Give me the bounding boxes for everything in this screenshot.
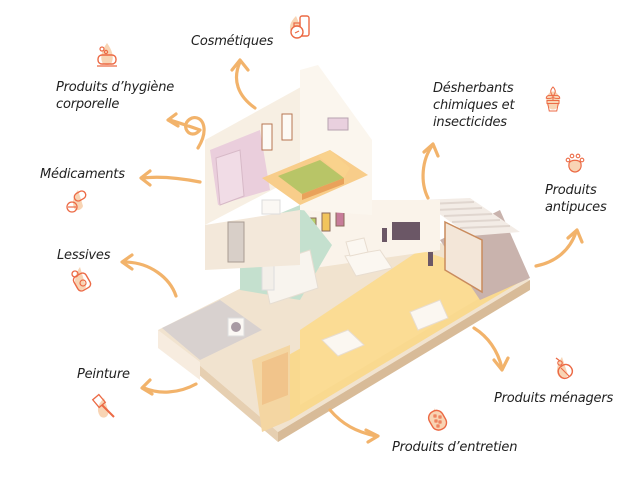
armchair bbox=[345, 237, 369, 257]
sofa-2 bbox=[409, 299, 449, 331]
cosmetics-bottle-icon bbox=[289, 15, 310, 39]
window-2 bbox=[281, 113, 293, 141]
label-antipuces-line2: antipuces bbox=[545, 200, 607, 215]
label-desherbants-line1: Désherbants bbox=[433, 81, 514, 96]
painting-yellow bbox=[321, 212, 331, 232]
tv bbox=[392, 222, 420, 240]
label-desherbants: Désherbants chimiques et insecticides bbox=[433, 80, 515, 131]
arrow-entretien bbox=[328, 408, 380, 444]
label-hygiene: Produits d’hygiène corporelle bbox=[56, 79, 174, 113]
sponge-icon bbox=[427, 408, 448, 431]
arrow-antipuces bbox=[534, 228, 584, 268]
laundry-wall bbox=[158, 330, 200, 380]
speaker-right bbox=[428, 252, 433, 266]
speaker-left bbox=[382, 228, 387, 242]
arrow-medicaments bbox=[139, 169, 202, 187]
label-desherbants-line3: insecticides bbox=[433, 115, 507, 130]
entry-box bbox=[262, 352, 288, 405]
label-antipuces-line1: Produits bbox=[545, 183, 597, 198]
pergola-slats bbox=[427, 201, 511, 229]
headboard bbox=[318, 150, 350, 178]
plant-pot-icon bbox=[545, 86, 561, 112]
label-desherbants-line2: chimiques et bbox=[433, 98, 515, 113]
ground-door bbox=[227, 221, 245, 263]
label-antipuces: Produits antipuces bbox=[545, 182, 607, 216]
arrow-peinture bbox=[140, 378, 198, 396]
detergent-bottle-icon bbox=[71, 267, 92, 292]
ground-floor-slab-side bbox=[278, 280, 530, 442]
label-menagers: Produits ménagers bbox=[494, 391, 614, 406]
window-1 bbox=[261, 123, 273, 151]
label-peinture: Peinture bbox=[77, 367, 130, 382]
label-hygiene-line2: corporelle bbox=[56, 97, 120, 112]
spray-bottle-icon bbox=[555, 357, 574, 380]
soap-icon bbox=[97, 43, 117, 67]
pills-icon bbox=[66, 190, 87, 213]
label-hygiene-line1: Produits d’hygiène bbox=[56, 80, 175, 95]
label-lessives: Lessives bbox=[57, 248, 111, 263]
paw-icon bbox=[565, 153, 585, 173]
arrow-desherbants bbox=[421, 142, 440, 200]
bedroom-painting bbox=[327, 117, 349, 131]
arrow-cosmetiques bbox=[230, 58, 257, 110]
arrow-hygiene bbox=[166, 112, 206, 150]
laundry-floor bbox=[162, 300, 262, 360]
label-cosmetiques: Cosmétiques bbox=[191, 34, 274, 49]
patio-door bbox=[444, 220, 483, 294]
sink bbox=[261, 199, 281, 215]
arrow-lessives bbox=[120, 253, 178, 298]
arrow-menagers bbox=[472, 326, 510, 372]
living-floor-main bbox=[300, 250, 510, 405]
shower bbox=[215, 149, 245, 206]
dining-table bbox=[321, 329, 365, 357]
label-entretien: Produits d’entretien bbox=[392, 440, 518, 455]
paintbrush-icon bbox=[91, 393, 115, 418]
washing-machine-door bbox=[231, 322, 241, 332]
bed-frame bbox=[302, 178, 344, 200]
living-back-wall bbox=[300, 200, 440, 270]
label-medicaments: Médicaments bbox=[40, 167, 125, 182]
bed bbox=[278, 160, 344, 194]
